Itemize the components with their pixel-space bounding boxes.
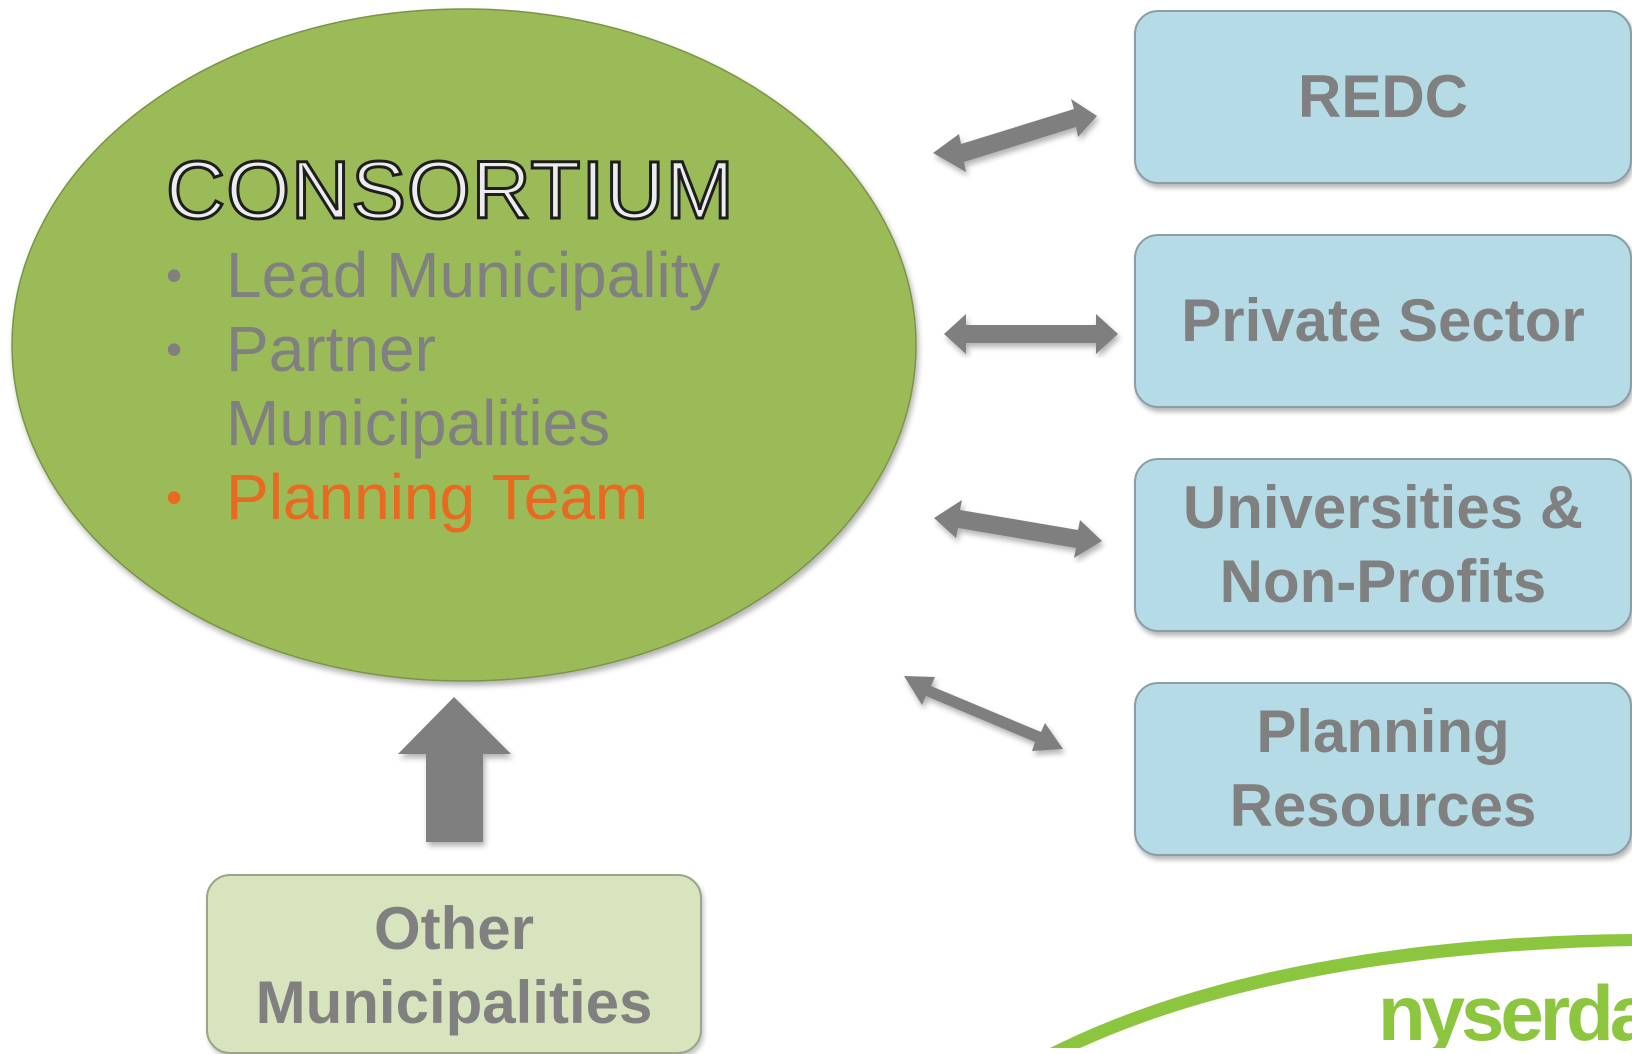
partner-box-private-sector: Private Sector [1134, 234, 1632, 408]
arrow-redc [933, 99, 1097, 172]
bullet-icon: • [166, 323, 183, 375]
partner-label-private-sector: Private Sector [1181, 287, 1585, 354]
partner-label-universities: Universities & Non-Profits [1182, 474, 1584, 615]
nyserda-logo: nyserda [1040, 930, 1632, 1048]
list-item: • Planning Team [166, 460, 806, 534]
other-municipalities-label: Other Municipalities [255, 895, 653, 1036]
other-municipalities-box: Other Municipalities [206, 874, 702, 1054]
member-planning-team: Planning Team [226, 461, 649, 533]
member-partner-municipalities: Partner Municipalities [226, 313, 611, 459]
partner-label-planning-resources: Planning Resources [1229, 698, 1537, 839]
arrow-private-sector [944, 314, 1118, 354]
arrow-universities [934, 500, 1102, 558]
list-item: • Partner Municipalities [166, 312, 806, 460]
consortium-ellipse [11, 8, 917, 682]
consortium-group: CONSORTIUM • Lead Municipality • Partner… [165, 145, 806, 534]
partner-box-universities: Universities & Non-Profits [1134, 458, 1632, 632]
logo-swoosh [1050, 934, 1632, 1048]
member-lead-municipality: Lead Municipality [226, 239, 721, 311]
consortium-member-list: • Lead Municipality • Partner Municipali… [166, 238, 806, 534]
arrow-planning-resources [904, 676, 1063, 751]
consortium-title: CONSORTIUM [165, 145, 736, 236]
partner-label-redc: REDC [1297, 63, 1468, 130]
bullet-icon: • [166, 249, 183, 301]
arrow-up-to-consortium [398, 697, 511, 842]
logo-text: nyserda [1378, 969, 1632, 1048]
partner-box-planning-resources: Planning Resources [1134, 682, 1632, 856]
list-item: • Lead Municipality [166, 238, 806, 312]
partner-box-redc: REDC [1134, 10, 1632, 184]
bullet-icon: • [166, 471, 183, 523]
